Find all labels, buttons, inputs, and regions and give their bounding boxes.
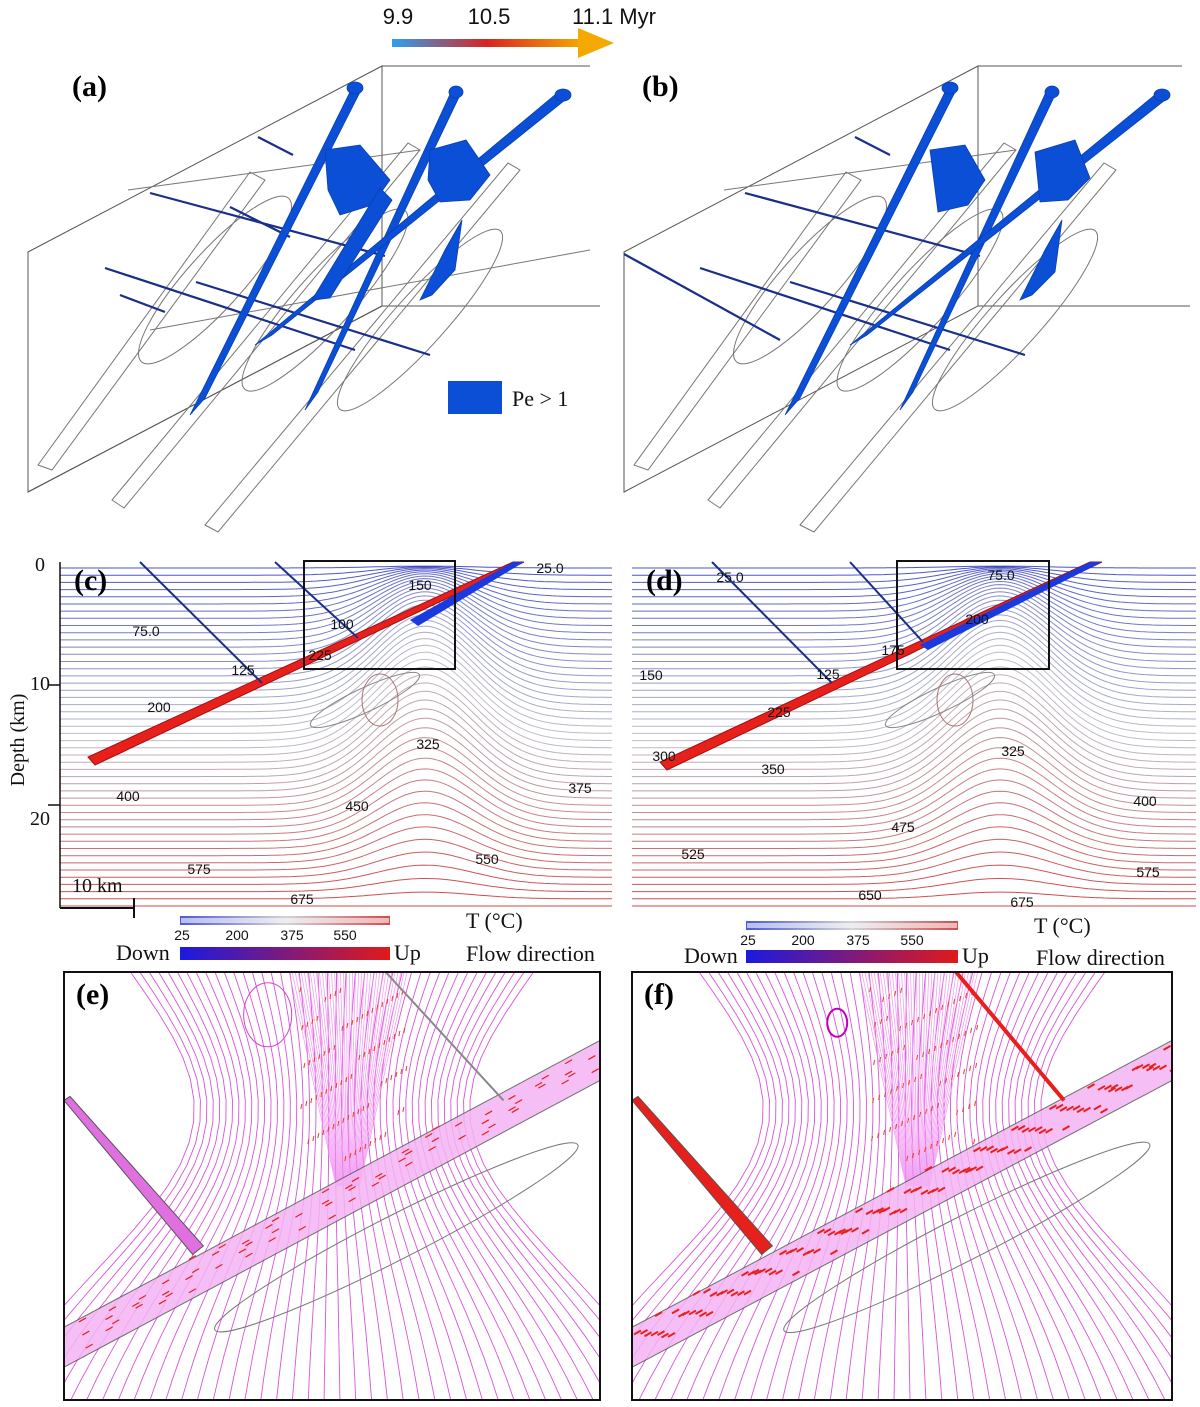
scale-bar-label: 10 km [72, 875, 123, 897]
depth-axis-label: Depth (km) [7, 694, 29, 787]
panel-f-label: (f) [644, 978, 674, 1011]
d-contour-label: 300 [652, 748, 676, 764]
temp-tick-200-d: 200 [791, 932, 815, 948]
temp-tick-550-c: 550 [333, 927, 357, 943]
time-tick-start: 9.9 [383, 4, 414, 29]
panel-e-label: (e) [76, 978, 109, 1011]
flow-down-label-d: Down [684, 943, 738, 968]
temp-tick-25-c: 25 [174, 927, 190, 943]
d-contour-label: 150 [639, 667, 663, 683]
panel-a-3d: (a) [27, 65, 600, 533]
d-contour-label: 25.0 [716, 569, 743, 585]
time-tick-mid: 10.5 [468, 4, 511, 29]
c-contour-label: 150 [408, 577, 432, 593]
flow-colorbar-d [746, 950, 958, 963]
d-contour-label: 400 [1133, 793, 1157, 809]
c-contour-label: 325 [416, 736, 440, 752]
c-contour-label: 450 [345, 798, 369, 814]
zoom-box-d [896, 560, 1050, 670]
c-contour-label: 225 [308, 647, 332, 663]
temp-tick-25-d: 25 [740, 932, 756, 948]
d-contour-label: 575 [1136, 864, 1160, 880]
streamlines-e [64, 972, 600, 1400]
temp-tick-200-c: 200 [225, 927, 249, 943]
panel-a-label: (a) [72, 70, 107, 103]
isotherms-c [60, 565, 613, 907]
d-contour-label: 200 [965, 611, 989, 627]
panel-b-3d: (b) [623, 65, 1190, 533]
d-contour-label: 475 [891, 819, 915, 835]
time-tick-end: 11.1 Myr [572, 4, 656, 29]
zoom-box-c [303, 560, 456, 670]
pe-legend-label: Pe > 1 [512, 386, 568, 411]
temp-title-c: T (°C) [466, 908, 523, 933]
c-contour-label: 200 [147, 699, 171, 715]
c-contour-label: 125 [231, 662, 255, 678]
time-gradient-bar [392, 39, 582, 47]
c-contour-label: 375 [568, 780, 592, 796]
d-contour-label: 650 [858, 887, 882, 903]
depth-tick-0: 0 [35, 554, 45, 576]
panel-f: (f) [631, 971, 1173, 1401]
time-colorbar: 9.9 10.5 11.1 Myr [383, 4, 656, 58]
legend-c: 25 200 375 550 Down Up T (°C) Flow direc… [116, 908, 595, 966]
c-contour-label: 675 [290, 891, 314, 907]
c-contour-label: 75.0 [132, 623, 159, 639]
flow-title-d: Flow direction [1036, 945, 1165, 970]
panel-e: (e) [63, 971, 601, 1401]
fault-zone-c [87, 561, 525, 766]
d-contour-label: 675 [1010, 894, 1034, 910]
panel-f-frame [631, 971, 1173, 1401]
panel-b-label: (b) [642, 70, 679, 103]
c-contour-label: 100 [330, 616, 354, 632]
d-contour-label: 525 [681, 846, 705, 862]
c-contour-label: 550 [475, 851, 499, 867]
panel-d: (d) 25.0 75.0 125 150 175 200 225 300 325 350 400 4… [632, 560, 1197, 910]
d-contour-label: 350 [761, 761, 785, 777]
depth-tick-20: 20 [30, 808, 50, 830]
flow-title-c: Flow direction [466, 941, 595, 966]
pe-legend-swatch [448, 381, 502, 414]
time-arrow-head [578, 28, 614, 58]
d-contour-label: 175 [881, 642, 905, 658]
pe-legend: Pe > 1 [448, 381, 568, 414]
d-contour-label: 325 [1001, 743, 1025, 759]
depth-tick-10: 10 [30, 673, 50, 695]
panel-c: 0 10 20 Depth (km) 10 km (c) 25.0 75.0 100… [7, 554, 613, 918]
temp-tick-375-c: 375 [280, 927, 304, 943]
c-contour-label: 575 [187, 861, 211, 877]
flow-up-label-c: Up [394, 940, 421, 965]
c-contour-label: 25.0 [536, 560, 563, 576]
pe-zone-a2 [427, 139, 491, 203]
legend-d: 25 200 375 550 Down Up T (°C) Flow direc… [684, 913, 1165, 970]
pe-zone-b1 [929, 144, 986, 213]
temp-tick-375-d: 375 [846, 932, 870, 948]
pe-zone-b2 [1034, 139, 1091, 203]
panel-d-label: (d) [646, 564, 683, 597]
d-contour-label: 75.0 [987, 567, 1014, 583]
temp-title-d: T (°C) [1034, 913, 1091, 938]
d-contour-label: 125 [816, 666, 840, 682]
flow-up-label-d: Up [962, 943, 989, 968]
panel-c-label: (c) [74, 564, 107, 597]
temp-tick-550-d: 550 [900, 932, 924, 948]
flow-colorbar-c [180, 947, 390, 960]
panel-e-frame [63, 971, 601, 1401]
d-contour-label: 225 [767, 704, 791, 720]
flow-down-label-c: Down [116, 940, 170, 965]
c-contour-label: 400 [116, 788, 140, 804]
streamlines-f [632, 972, 1172, 1400]
